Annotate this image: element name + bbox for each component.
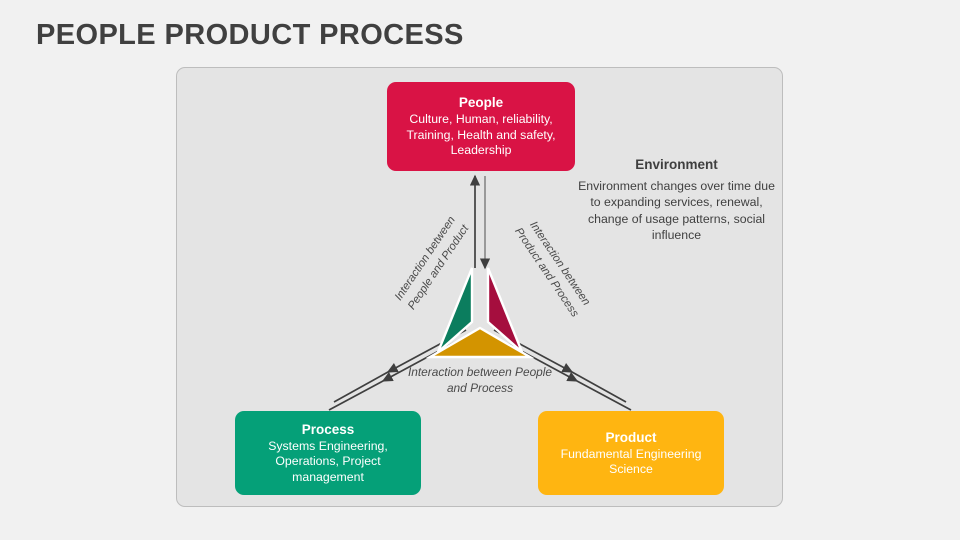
- node-product[interactable]: Product Fundamental Engineering Science: [538, 411, 724, 495]
- node-product-description: Fundamental Engineering Science: [560, 446, 702, 476]
- node-process-title: Process: [301, 421, 355, 437]
- node-people-description: Culture, Human, reliability, Training, H…: [406, 112, 556, 158]
- environment-title: Environment: [635, 157, 718, 172]
- environment-description: Environment changes over time due to exp…: [578, 178, 775, 242]
- node-product-title: Product: [605, 429, 657, 445]
- node-people-title: People: [458, 95, 504, 111]
- page-title: PEOPLE PRODUCT PROCESS: [36, 19, 464, 51]
- environment-block: Environment Environment changes over tim…: [574, 156, 779, 243]
- node-people[interactable]: People Culture, Human, reliability, Trai…: [387, 82, 575, 171]
- connector-label-people-process: Interaction between People and Process: [407, 365, 553, 396]
- node-process-description: Systems Engineering, Operations, Project…: [268, 438, 388, 484]
- node-process[interactable]: Process Systems Engineering, Operations,…: [235, 411, 421, 495]
